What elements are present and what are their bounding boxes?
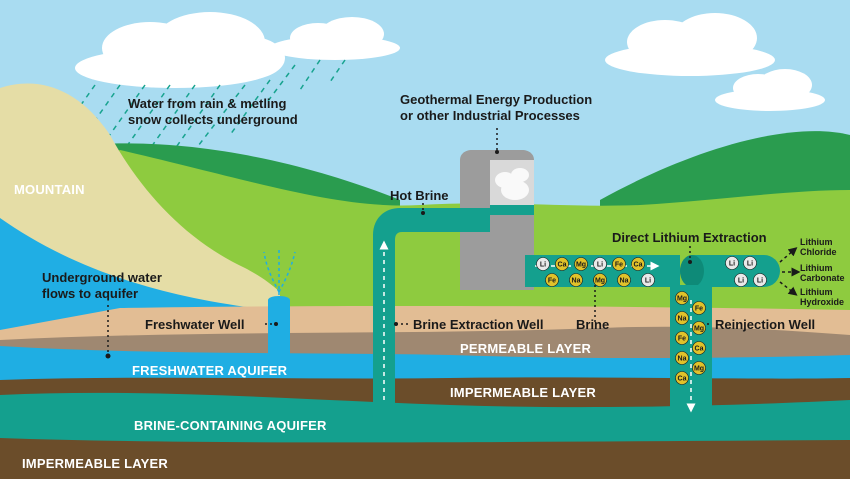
brine-label: Brine <box>576 317 610 332</box>
svg-text:Li: Li <box>597 261 603 268</box>
ion-reinjection: Na <box>675 311 689 325</box>
rain-label: Water from rain & metling snow collects … <box>128 96 298 127</box>
reinjection-well-label: Reinjection Well <box>715 317 816 332</box>
ion-reinjection: Ca <box>692 341 706 355</box>
dle-label: Direct Lithium Extraction <box>612 230 767 245</box>
product-lithium-carbonate: Lithium Carbonate <box>800 263 845 283</box>
svg-text:Li: Li <box>645 277 651 284</box>
svg-text:Li: Li <box>540 261 546 268</box>
hot-brine-label: Hot Brine <box>390 188 449 203</box>
svg-text:Mg: Mg <box>677 295 687 302</box>
ion-pipe-top: Li <box>536 257 550 271</box>
ion-reinjection: Mg <box>692 321 706 335</box>
permeable-layer-label: PERMEABLE LAYER <box>460 341 592 356</box>
brine-aquifer-label: BRINE-CONTAINING AQUIFER <box>134 418 327 433</box>
brine-aquifer-band <box>0 392 850 445</box>
svg-text:Li: Li <box>757 277 763 284</box>
svg-text:Mg: Mg <box>576 261 586 268</box>
svg-text:Fe: Fe <box>695 305 703 312</box>
cloud-right-1 <box>605 13 775 76</box>
product-lithium-chloride: Lithium Chloride <box>800 237 837 257</box>
svg-text:Mg: Mg <box>595 277 605 284</box>
ion-extracted: Li <box>743 256 757 270</box>
ion-pipe-bottom: Mg <box>593 273 607 287</box>
cloud-center <box>270 17 400 60</box>
svg-text:Li: Li <box>729 260 735 267</box>
ion-reinjection: Ca <box>675 371 689 385</box>
ion-pipe-top: Ca <box>555 257 569 271</box>
fountain-spray <box>263 248 296 295</box>
product-lithium-hydroxide: Lithium Hydroxide <box>800 287 845 307</box>
ion-pipe-bottom: Fe <box>545 273 559 287</box>
steam <box>495 168 529 200</box>
ion-extracted: Li <box>734 273 748 287</box>
svg-text:Na: Na <box>678 355 687 362</box>
ion-extracted: Li <box>725 256 739 270</box>
ion-reinjection: Mg <box>675 291 689 305</box>
svg-text:Fe: Fe <box>615 261 623 268</box>
ion-reinjection: Fe <box>675 331 689 345</box>
ion-extracted: Li <box>753 273 767 287</box>
ion-pipe-bottom: Li <box>641 273 655 287</box>
svg-text:Li: Li <box>738 277 744 284</box>
svg-text:Ca: Ca <box>678 375 687 382</box>
ion-pipe-top: Fe <box>612 257 626 271</box>
freshwater-aquifer-label: FRESHWATER AQUIFER <box>132 363 288 378</box>
svg-text:Na: Na <box>678 315 687 322</box>
freshwater-well-label: Freshwater Well <box>145 317 245 332</box>
impermeable-layer-mid-label: IMPERMEABLE LAYER <box>450 385 596 400</box>
ion-reinjection: Na <box>675 351 689 365</box>
ion-pipe-bottom: Na <box>617 273 631 287</box>
ion-pipe-top: Li <box>593 257 607 271</box>
leader-dots <box>105 150 704 359</box>
impermeable-layer-bottom-label: IMPERMEABLE LAYER <box>22 456 168 471</box>
ion-pipe-top: Ca <box>631 257 645 271</box>
brine-extraction-well-label: Brine Extraction Well <box>413 317 544 332</box>
svg-text:Na: Na <box>620 277 629 284</box>
svg-text:Fe: Fe <box>678 335 686 342</box>
impermeable-layer-bottom <box>0 438 850 479</box>
svg-text:Na: Na <box>572 277 581 284</box>
svg-text:Ca: Ca <box>558 261 567 268</box>
geothermal-label: Geothermal Energy Production or other In… <box>400 92 593 123</box>
cloud-left <box>75 12 285 88</box>
svg-text:Mg: Mg <box>694 365 704 372</box>
mountain-label: MOUNTAIN <box>14 182 85 197</box>
ion-reinjection: Fe <box>692 301 706 315</box>
ion-pipe-top: Mg <box>574 257 588 271</box>
svg-text:Ca: Ca <box>695 345 704 352</box>
underground-water-label: Underground water flows to aquifer <box>42 270 162 301</box>
brine-extraction-pipe <box>373 208 490 405</box>
svg-text:Ca: Ca <box>634 261 643 268</box>
svg-text:Mg: Mg <box>694 325 704 332</box>
cloud-right-2 <box>715 69 825 111</box>
ion-reinjection: Mg <box>692 361 706 375</box>
freshwater-well-pipe <box>268 300 290 358</box>
product-arrows <box>779 247 801 296</box>
svg-text:Fe: Fe <box>548 277 556 284</box>
svg-text:Li: Li <box>747 260 753 267</box>
freshwater-aquifer-band <box>0 346 850 385</box>
ion-pipe-bottom: Na <box>569 273 583 287</box>
